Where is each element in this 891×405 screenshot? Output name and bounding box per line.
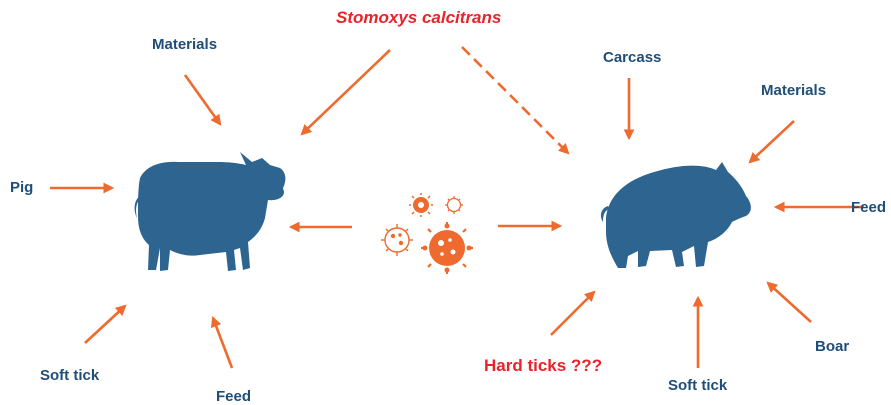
- arrow-stomoxys-to-boar: [462, 47, 568, 153]
- stomoxys-label: Stomoxys calcitrans: [336, 9, 501, 26]
- pig-source-label: Pig: [10, 180, 33, 195]
- virus-large-solid: [421, 222, 473, 274]
- boar-source-label: Boar: [815, 339, 849, 354]
- arrow-boar-source-to-boar: [768, 283, 811, 322]
- boar-feed-label: Feed: [851, 200, 886, 215]
- pig-feed-label: Feed: [216, 389, 251, 404]
- arrow-hardticks-to-boar: [551, 292, 594, 335]
- pig-softtick-label: Soft tick: [40, 368, 99, 383]
- wild-boar-icon: [601, 162, 751, 268]
- pig-materials-label: Materials: [152, 37, 217, 52]
- boar-materials-label: Materials: [761, 83, 826, 98]
- arrow-feed-to-pig: [213, 318, 232, 368]
- arrow-materials-to-pig: [185, 75, 220, 124]
- virus-small-outline: [445, 196, 463, 214]
- virus-cluster-icon: [381, 193, 473, 274]
- hard-ticks-label: Hard ticks ???: [484, 357, 602, 374]
- boar-softtick-label: Soft tick: [668, 378, 727, 393]
- virus-small-solid: [409, 193, 433, 217]
- pig-icon: [135, 152, 286, 271]
- arrow-softtick-to-pig: [85, 306, 125, 343]
- arrow-materials-to-boar: [750, 121, 794, 162]
- virus-medium-outline: [381, 224, 413, 256]
- boar-carcass-label: Carcass: [603, 50, 661, 65]
- arrow-stomoxys-to-pig: [302, 50, 390, 134]
